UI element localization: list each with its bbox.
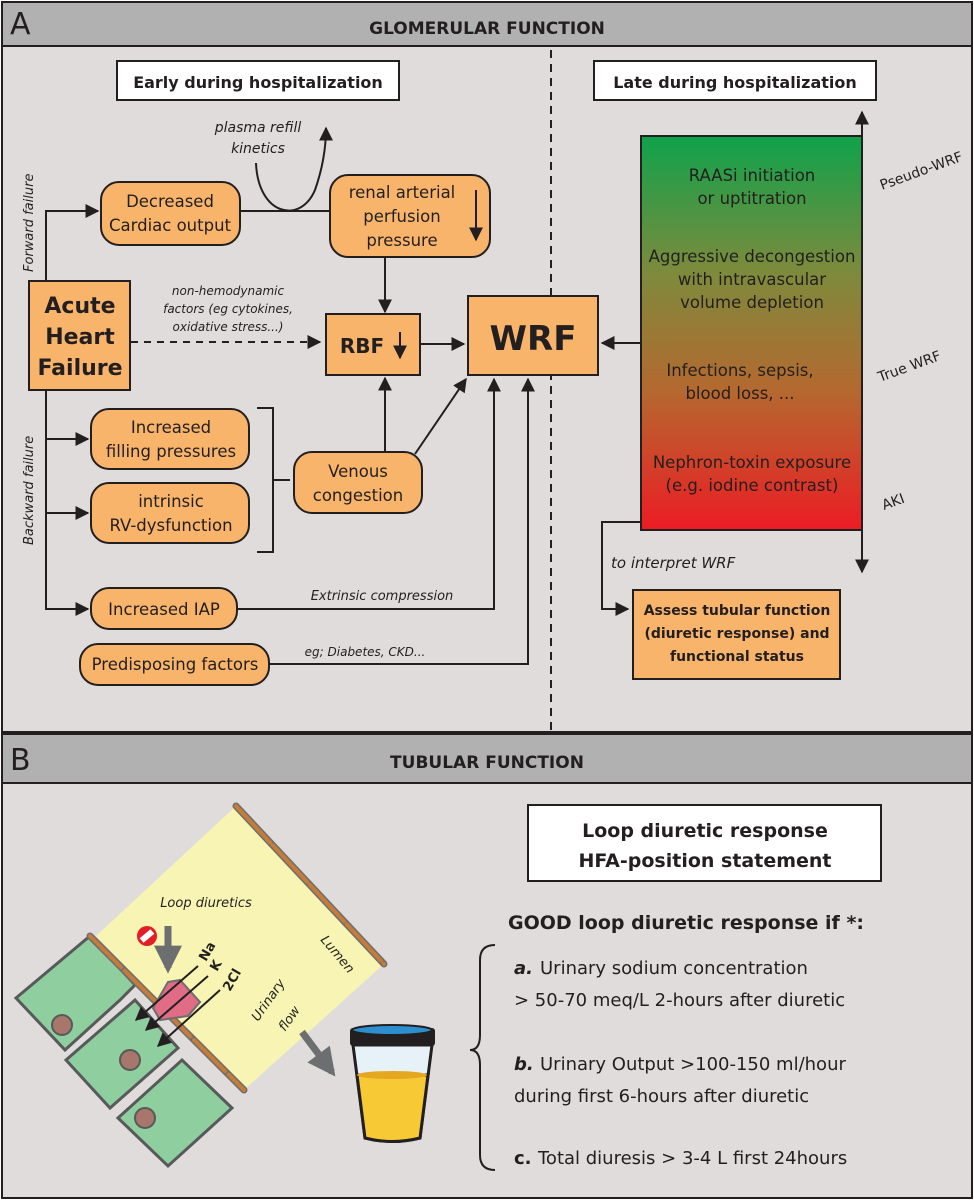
early-label: Early during hospitalization <box>133 73 383 92</box>
filling-pressures-box <box>90 408 250 470</box>
tubule-illustration <box>13 802 388 1169</box>
rv-line2: RV-dysfunction <box>109 516 232 535</box>
na-arrow <box>134 965 199 1021</box>
venous-line1: Venous <box>328 462 388 481</box>
rbf-label: RBF <box>340 334 384 358</box>
extrinsic-compression-label: Extrinsic compression <box>311 589 454 604</box>
renal-perfusion-line2: perfusion <box>363 207 440 226</box>
venous-to-wrf-arrow <box>414 377 467 455</box>
plasma-refill-line1: plasma refill <box>214 120 302 136</box>
urine-fill <box>355 1073 430 1143</box>
criterion-a-key: a. <box>514 958 533 979</box>
predisposing-to-wrf-arrow <box>269 377 535 665</box>
cl-arrow <box>156 989 221 1047</box>
hfa-title-line1: Loop diuretic response <box>582 820 828 842</box>
cause-2-line3: volume depletion <box>680 293 824 312</box>
nucleus-2 <box>119 1049 141 1071</box>
acute-heart-failure-box <box>28 280 131 391</box>
cause-4-line1: Nephron-toxin exposure <box>653 453 851 472</box>
rv-line1: intrinsic <box>138 492 204 511</box>
renal-perfusion-line1: renal arterial <box>349 183 456 202</box>
plasma-refill-line2: kinetics <box>231 141 285 157</box>
interpret-label: to interpret WRF <box>611 554 736 572</box>
lumen-area <box>96 806 384 1090</box>
acute-hf-line3: Failure <box>37 356 122 381</box>
good-response-heading: GOOD loop diuretic response if *: <box>508 912 864 934</box>
filling-line1: Increased <box>131 418 211 437</box>
apical-membrane-top <box>234 804 386 966</box>
rv-dysfunction-box <box>90 482 250 544</box>
criterion-a-line2: > 50-70 meq/L 2-hours after diuretic <box>514 990 845 1011</box>
criterion-b-key: b. <box>514 1054 534 1075</box>
panel-a-letter: A <box>10 7 31 42</box>
renal-perfusion-line3: pressure <box>366 231 437 250</box>
panel-b-letter: B <box>10 743 31 778</box>
nucleus-1 <box>51 1014 73 1036</box>
assess-tubular-box <box>632 589 841 680</box>
assess-line1: Assess tubular function <box>644 603 831 619</box>
cause-2-line2: with intravascular <box>678 270 826 289</box>
criterion-c-line1: Total diuresis > 3-4 L first 24hours <box>537 1148 847 1169</box>
criterion-a-line1: Urinary sodium concentration <box>540 958 808 979</box>
backward-failure-label: Backward failure <box>22 436 37 545</box>
predisposing-eg-label: eg; Diabetes, CKD... <box>305 645 426 659</box>
cause-3-line1: Infections, sepsis, <box>666 361 813 380</box>
non-hemodynamic-line1: non-hemodynamic <box>172 284 285 298</box>
tubular-cell-3 <box>115 1057 235 1169</box>
cause-1-line2: or uptitration <box>697 189 806 208</box>
decreased-cardiac-output-box <box>100 181 241 246</box>
arrow-to-cardiac-output <box>45 204 100 281</box>
acute-hf-line2: Heart <box>45 325 115 350</box>
venous-line2: congestion <box>313 486 403 505</box>
acute-hf-line1: Acute <box>44 294 115 319</box>
wrf-label: WRF <box>490 319 577 359</box>
criteria-brace <box>469 944 496 1171</box>
interpret-arrow <box>601 521 641 616</box>
nkcc2-cotransporter <box>151 978 202 1022</box>
cardiac-output-line2: Cardiac output <box>109 216 232 235</box>
urinary-flow-arrow <box>299 1029 336 1077</box>
assess-line3: functional status <box>670 649 804 665</box>
criterion-b-line2: during first 6-hours after diuretic <box>514 1086 809 1107</box>
cause-4-line2: (e.g. iodine contrast) <box>666 476 839 495</box>
renal-perfusion-box <box>329 174 491 258</box>
cardiac-output-line1: Decreased <box>126 192 214 211</box>
criterion-c-key: c. <box>514 1148 532 1169</box>
hfa-statement-box <box>527 804 882 882</box>
bracket <box>257 407 290 553</box>
assess-line2: (diuretic response) and <box>644 626 829 642</box>
forward-failure-label: Forward failure <box>22 174 37 272</box>
iap-to-wrf-arrow <box>237 377 501 610</box>
late-label: Late during hospitalization <box>613 73 857 92</box>
non-hemodynamic-line2: factors (eg cytokines, <box>163 302 293 316</box>
panel-b-title: TUBULAR FUNCTION <box>390 753 584 773</box>
non-hemodynamic-line3: oxidative stress...) <box>173 320 284 334</box>
predisposing-label: Predisposing factors <box>92 655 259 674</box>
severity-gradient-box <box>640 135 863 531</box>
cause-2-line1: Aggressive decongestion <box>649 247 856 266</box>
late-label-box <box>593 60 877 101</box>
cause-3-line2: blood loss, ... <box>685 384 794 403</box>
iap-label: Increased IAP <box>108 600 220 619</box>
tubular-cell-1 <box>13 933 138 1053</box>
early-label-box <box>116 60 400 101</box>
k-arrow <box>144 975 209 1031</box>
urine-cup-icon <box>350 1024 435 1143</box>
nucleus-3 <box>134 1107 156 1129</box>
criterion-b-line1: Urinary Output >100-150 ml/hour <box>540 1054 846 1075</box>
filling-line2: filling pressures <box>106 442 236 461</box>
aki-label: AKI <box>880 491 907 514</box>
panel-a-title: GLOMERULAR FUNCTION <box>369 19 605 39</box>
hfa-title-line2: HFA-position statement <box>578 850 831 872</box>
panel-b-header <box>1 733 973 784</box>
loop-diuretics-label: Loop diuretics <box>160 896 252 911</box>
panel-a-header <box>1 1 973 47</box>
plasma-refill-arrow <box>255 126 333 212</box>
cause-1-line1: RAASi initiation <box>689 166 816 185</box>
venous-congestion-box <box>293 451 423 514</box>
wrf-box <box>467 295 599 376</box>
